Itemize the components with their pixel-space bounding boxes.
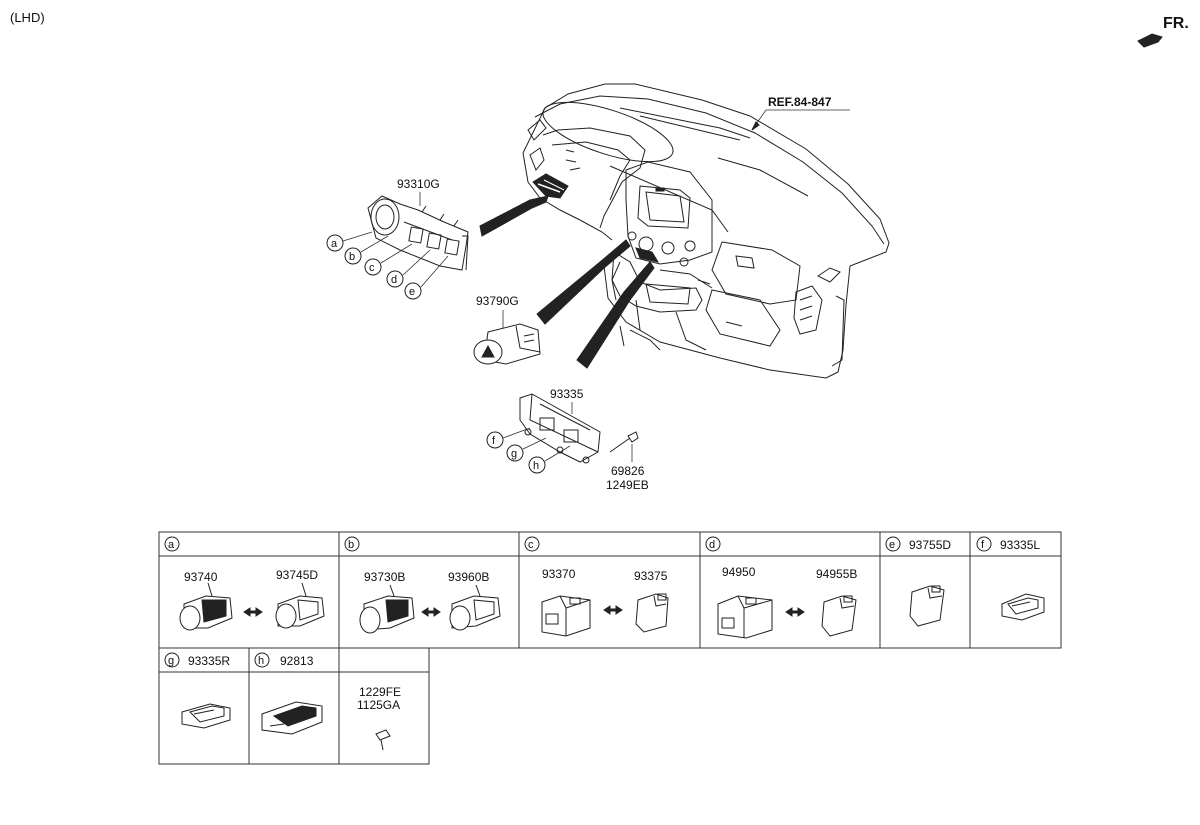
lamp-92813-drawing [261, 701, 323, 735]
callout-letter-a: a [326, 231, 373, 252]
parts-table [158, 531, 1062, 765]
pointer-arrow-93790g [536, 239, 631, 325]
svg-text:f: f [981, 539, 985, 551]
switch-assembly-93335 [519, 393, 601, 464]
hazard-switch-93790g [473, 323, 541, 365]
part-93335r: 93335R [188, 654, 230, 668]
bidirectional-arrow-icon [785, 607, 805, 617]
part-93755d: 93755D [909, 538, 951, 552]
table-cell-e: e 93755D [885, 536, 951, 627]
pointer-arrow-93335 [576, 261, 655, 369]
part-93375: 93375 [634, 569, 668, 583]
callout-letter-d: d [386, 249, 431, 288]
switch-93755d-drawing [909, 585, 945, 627]
callout-93310g: 93310G [397, 177, 440, 191]
bidirectional-arrow-icon [603, 605, 623, 615]
svg-text:d: d [391, 274, 397, 286]
part-1125ga: 1125GA [357, 698, 400, 712]
front-direction-arrow-icon [1137, 33, 1163, 48]
part-93960b: 93960B [448, 570, 489, 584]
part-93740: 93740 [184, 570, 218, 584]
part-94955b: 94955B [816, 567, 857, 581]
table-cell-a: a 93740 93745D [164, 536, 325, 631]
switch-94955b-drawing [821, 595, 857, 637]
switch-bezel-93310g [367, 195, 469, 271]
cell-letter-d: d [705, 536, 721, 552]
svg-text:e: e [889, 539, 895, 551]
callout-letter-h: h [528, 445, 571, 474]
switch-93745d-drawing [275, 582, 325, 629]
bidirectional-arrow-icon [243, 607, 263, 617]
svg-text:c: c [528, 539, 534, 551]
table-cell-g: g 93335R [164, 652, 231, 729]
svg-text:h: h [533, 460, 539, 472]
callout-93790g: 93790G [476, 294, 519, 308]
switch-93370-drawing [541, 595, 591, 637]
callout-letter-f: f [486, 427, 531, 449]
table-cell-c: c 93370 93375 [524, 536, 669, 637]
table-cell-h: h 92813 [254, 652, 323, 735]
svg-text:e: e [409, 286, 415, 298]
cell-letter-c: c [524, 536, 540, 552]
part-92813: 92813 [280, 654, 314, 668]
front-direction-label: FR. [1163, 15, 1189, 32]
table-cell-d: d 94950 94955B [705, 536, 857, 639]
lhd-label: (LHD) [10, 10, 45, 25]
table-cell-b: b 93730B 93960B [344, 536, 501, 634]
ref-label: REF.84-847 [768, 95, 832, 109]
part-94950: 94950 [722, 565, 756, 579]
svg-text:c: c [369, 262, 375, 274]
screw-69826 [609, 431, 639, 453]
switch-93335r-drawing [181, 703, 231, 729]
dashboard-assembly [522, 83, 890, 379]
screw-icon [375, 729, 391, 751]
switch-93375-drawing [635, 593, 669, 633]
callout-93335: 93335 [550, 387, 584, 401]
svg-text:b: b [348, 539, 354, 551]
switch-93730b-drawing [359, 584, 415, 634]
cell-letter-g: g [164, 652, 180, 668]
switch-94950-drawing [717, 595, 773, 639]
callout-69826: 69826 [611, 464, 645, 478]
part-93335l: 93335L [1000, 538, 1040, 552]
svg-text:h: h [258, 655, 264, 667]
part-93370: 93370 [542, 567, 576, 581]
bidirectional-arrow-icon [421, 607, 441, 617]
table-cell-screw: 1229FE 1125GA [357, 685, 401, 751]
cell-letter-h: h [254, 652, 270, 668]
svg-text:a: a [331, 238, 338, 250]
cell-letter-b: b [344, 536, 360, 552]
ref-leader-line [751, 109, 850, 131]
part-93745d: 93745D [276, 568, 318, 582]
switch-93335l-drawing [1001, 593, 1045, 621]
part-1229fe: 1229FE [359, 685, 401, 699]
callout-letter-c: c [364, 243, 413, 276]
switch-93740-drawing [179, 582, 233, 631]
callout-letter-g: g [506, 437, 547, 462]
cell-letter-f: f [976, 536, 992, 552]
svg-text:g: g [168, 655, 174, 667]
svg-text:f: f [492, 435, 496, 447]
ref-arrowhead [751, 121, 760, 131]
callout-1249eb: 1249EB [606, 478, 649, 492]
cell-letter-a: a [164, 536, 180, 552]
part-93730b: 93730B [364, 570, 405, 584]
switch-93960b-drawing [449, 584, 501, 631]
callout-letter-b: b [344, 235, 389, 265]
svg-text:d: d [709, 539, 715, 551]
cell-letter-e: e [885, 536, 901, 552]
svg-text:a: a [168, 539, 175, 551]
callout-letter-e: e [404, 255, 449, 300]
pointer-arrow-93310g [479, 195, 549, 237]
svg-text:g: g [511, 448, 517, 460]
table-cell-f: f 93335L [976, 536, 1045, 621]
svg-text:b: b [349, 251, 355, 263]
